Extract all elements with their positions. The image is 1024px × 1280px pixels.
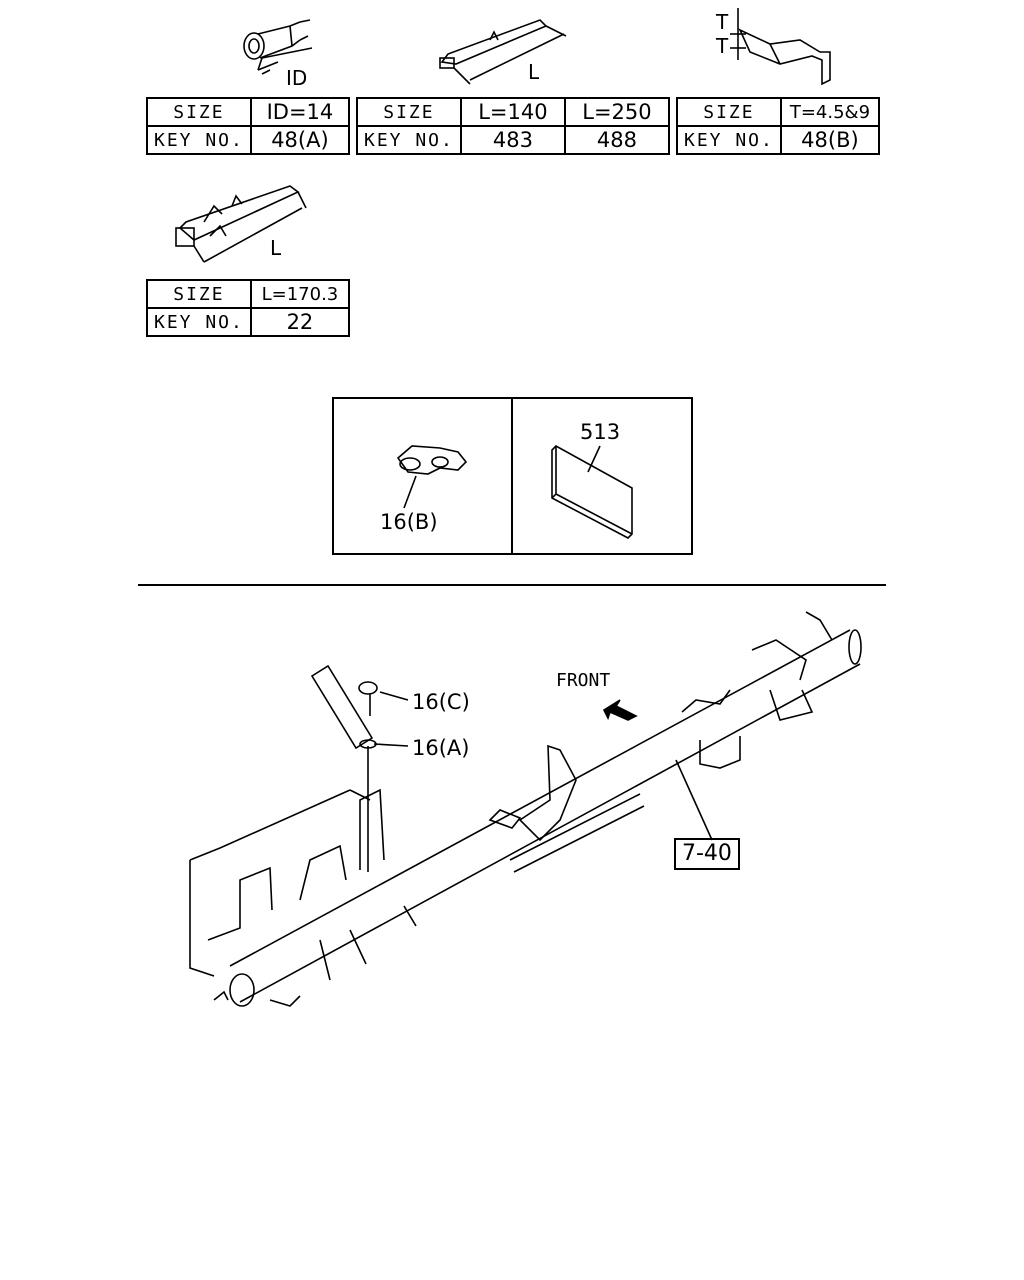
table-cell-size: T=4.5&9 [779,97,881,127]
size-table-3: SIZE T=4.5&9 KEY NO. 48(B) [676,97,881,155]
clip-strip-illustration [439,19,567,85]
cross-car-beam-illustration [189,611,862,1007]
table-cell-size: L=250 [563,97,671,127]
table-cell-size: ID=14 [249,97,351,127]
table-header-size: SIZE [356,97,462,127]
dim-label-id: ID [286,66,308,90]
table-header-size: SIZE [146,97,252,127]
front-arrow-icon [602,699,638,721]
table-cell-size: L=140 [459,97,566,127]
hose-clamp-illustration [243,19,313,75]
table-cell-key: 22 [249,307,351,337]
dim-label-t-top: T [716,10,729,34]
clip-16b-illustration [396,445,468,509]
size-table-1: SIZE ID=14 KEY NO. 48(A) [146,97,351,155]
table-header-size: SIZE [146,279,252,309]
dim-label-l: L [528,60,540,84]
inset-label-16b: 16(B) [380,510,438,534]
dim-label-t-bottom: T [716,34,729,58]
dim-label-l2: L [270,236,282,260]
table-header-key: KEY NO. [146,307,252,337]
table-header-key: KEY NO. [146,125,252,155]
table-cell-key: 488 [563,125,671,155]
table-header-key: KEY NO. [676,125,782,155]
table-cell-key: 483 [459,125,566,155]
table-cell-key: 48(A) [249,125,351,155]
table-cell-key: 48(B) [779,125,881,155]
pad-513-illustration [551,445,633,539]
front-label: FRONT [556,670,611,691]
inset-label-513: 513 [580,420,621,444]
table-header-key: KEY NO. [356,125,462,155]
table-cell-size: L=170.3 [249,279,351,309]
size-table-4: SIZE L=170.3 KEY NO. 22 [146,279,351,337]
size-table-2: SIZE L=140 L=250 KEY NO. 483 488 [356,97,671,155]
bracket-clip-illustration [730,8,831,86]
long-clip-illustration [175,185,307,263]
callout-16a: 16(A) [412,736,470,760]
table-header-size: SIZE [676,97,782,127]
reference-box-7-40: 7-40 [674,838,740,870]
callout-16c: 16(C) [412,690,470,714]
